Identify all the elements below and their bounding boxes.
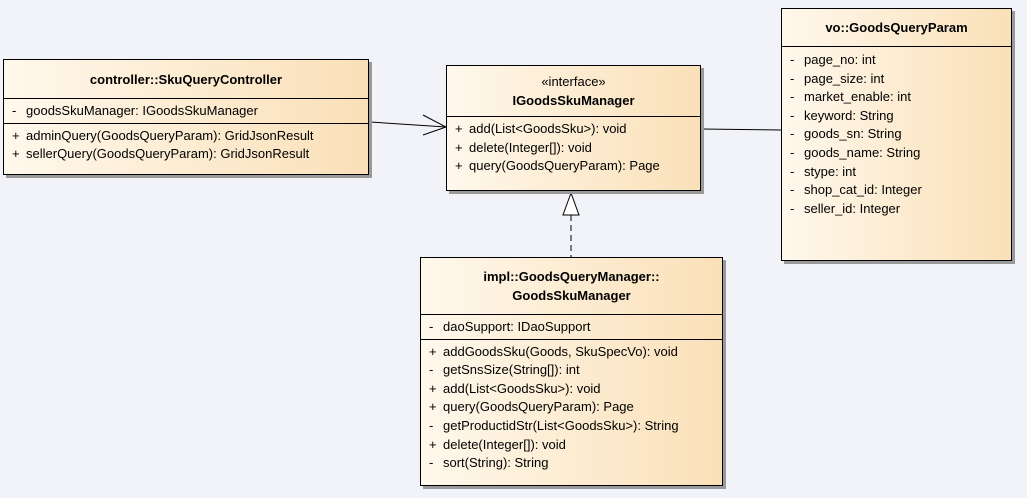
operations-section: +adminQuery(GoodsQueryParam): GridJsonRe…	[4, 124, 368, 166]
attribute-row: -daoSupport: IDaoSupport	[429, 319, 591, 334]
class-name: IGoodsSkuManager	[512, 93, 635, 108]
operation-row: +sellerQuery(GoodsQueryParam): GridJsonR…	[12, 146, 310, 162]
dependency-line	[369, 121, 447, 128]
attribute-row: -page_size: int	[790, 70, 885, 86]
interface-igoods-sku-manager[interactable]: «interface» IGoodsSkuManager +add(List<G…	[446, 65, 701, 191]
attribute-row: -keyword: String	[790, 107, 894, 123]
operation-row: +query(GoodsQueryParam): Page	[429, 399, 634, 415]
attribute-row: -market_enable: int	[790, 89, 911, 105]
association-line	[700, 128, 782, 131]
operation-row: -getSnsSize(String[]): int	[429, 362, 580, 378]
class-name: controller::SkuQueryController	[89, 71, 283, 87]
attributes-section: -page_no: int -page_size: int -market_en…	[782, 47, 1011, 220]
operation-row: -sort(String): String	[429, 455, 549, 471]
operations-section: +add(List<GoodsSku>): void +delete(Integ…	[447, 117, 700, 178]
operation-row: +adminQuery(GoodsQueryParam): GridJsonRe…	[12, 127, 314, 143]
attribute-row: -goods_name: String	[790, 144, 921, 160]
attribute-row: -goodsSkuManager: IGoodsSkuManager	[12, 103, 258, 118]
class-goods-query-param[interactable]: vo::GoodsQueryParam -page_no: int -page_…	[781, 8, 1012, 261]
attributes-section: -goodsSkuManager: IGoodsSkuManager	[4, 99, 368, 124]
operation-row: +add(List<GoodsSku>): void	[429, 380, 601, 396]
operation-row: +query(GoodsQueryParam): Page	[455, 158, 660, 174]
operation-row: +addGoodsSku(Goods, SkuSpecVo): void	[429, 343, 678, 359]
dependency-arrowhead	[422, 114, 448, 136]
attribute-row: -goods_sn: String	[790, 126, 902, 142]
operation-row: +delete(Integer[]): void	[455, 139, 592, 155]
class-header: vo::GoodsQueryParam	[782, 9, 1011, 47]
class-header: controller::SkuQueryController	[4, 60, 368, 99]
class-name-line1: impl::GoodsQueryManager::	[483, 269, 660, 284]
attribute-row: -page_no: int	[790, 52, 876, 67]
class-header: «interface» IGoodsSkuManager	[447, 66, 700, 117]
operation-row: +delete(Integer[]): void	[429, 436, 566, 452]
class-goods-sku-manager-impl[interactable]: impl::GoodsQueryManager:: GoodsSkuManage…	[420, 257, 723, 486]
attribute-row: -shop_cat_id: Integer	[790, 182, 922, 198]
class-header: impl::GoodsQueryManager:: GoodsSkuManage…	[421, 258, 722, 315]
class-name-line2: GoodsSkuManager	[512, 288, 631, 303]
class-name: vo::GoodsQueryParam	[825, 20, 968, 35]
operations-section: +addGoodsSku(Goods, SkuSpecVo): void -ge…	[421, 340, 722, 475]
operation-row: +add(List<GoodsSku>): void	[455, 121, 627, 136]
realization-arrowhead	[562, 191, 580, 216]
attributes-section: -daoSupport: IDaoSupport	[421, 315, 722, 340]
stereotype-label: «interface»	[541, 74, 606, 89]
attribute-row: -stype: int	[790, 163, 857, 179]
class-sku-query-controller[interactable]: controller::SkuQueryController -goodsSku…	[3, 59, 369, 175]
attribute-row: -seller_id: Integer	[790, 200, 901, 216]
operation-row: -getProductidStr(List<GoodsSku>): String	[429, 417, 679, 433]
